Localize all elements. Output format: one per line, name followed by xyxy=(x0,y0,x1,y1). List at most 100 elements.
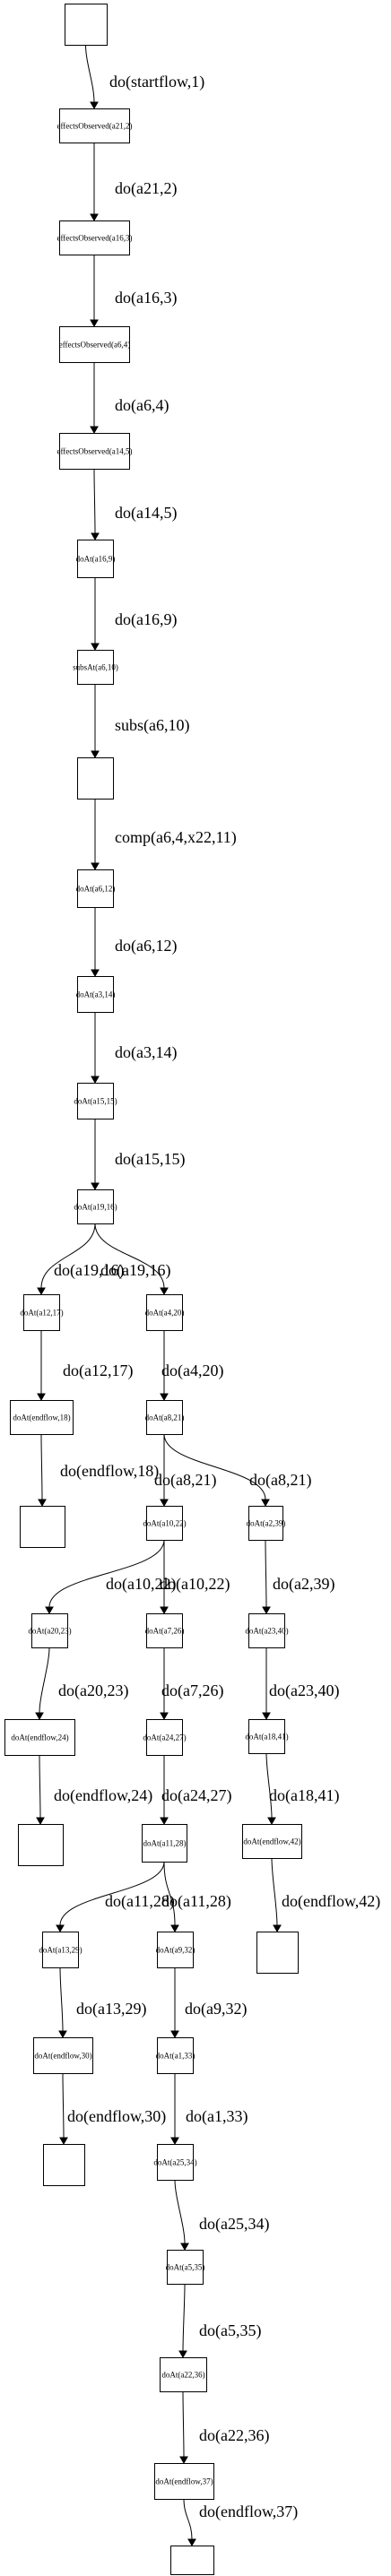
arrowhead xyxy=(91,643,100,652)
edge-label: do(endflow,42) xyxy=(282,1892,380,1911)
edge-label: do(a6,12) xyxy=(115,937,177,955)
edge: subs(a6,10) xyxy=(91,684,190,759)
node-box xyxy=(248,1506,283,1541)
arrowhead xyxy=(91,1182,100,1191)
edge-label: do(a4,20) xyxy=(161,1361,223,1380)
arrowhead xyxy=(90,426,99,435)
state-node: effectsObserved(a14,5) xyxy=(56,433,133,470)
edge-label: do(a20,23) xyxy=(58,1681,128,1700)
edge-line xyxy=(183,2498,193,2540)
node-label: doAt(a15,15) xyxy=(74,1097,117,1106)
node-label: doAt(a24,27) xyxy=(143,1733,186,1742)
node-label: doAt(endflow,24) xyxy=(11,1733,68,1742)
edge: comp(a6,4,x22,11) xyxy=(91,799,237,871)
arrowhead xyxy=(160,1287,169,1296)
edge: do(a21,2) xyxy=(90,142,177,222)
edge-label: do(a24,27) xyxy=(161,1786,231,1805)
node-box xyxy=(167,2250,204,2285)
node-box xyxy=(170,2546,214,2575)
node-box xyxy=(248,1719,285,1754)
edge-label: do(startflow,1) xyxy=(109,73,204,91)
node-label: doAt(a20,23) xyxy=(28,1627,71,1636)
arrowhead xyxy=(59,2137,68,2146)
edge: do(a24,27) xyxy=(160,1755,231,1826)
arrowhead xyxy=(178,2350,187,2359)
node-box xyxy=(242,1824,302,1859)
node-box xyxy=(142,1824,187,1863)
edge-line xyxy=(182,2390,185,2458)
node-label: doAt(endflow,42) xyxy=(243,1837,300,1846)
node-box xyxy=(157,2037,194,2074)
empty-state-node xyxy=(20,1506,65,1548)
edge-label: do(a2,39) xyxy=(273,1575,335,1594)
empty-state-node xyxy=(43,2144,85,2186)
empty-state-node xyxy=(77,757,114,800)
edges-layer: do(startflow,1) do(a21,2) do(a16,3) do(a6,4… xyxy=(35,44,380,2547)
state-node: effectsObserved(a16,3) xyxy=(56,220,133,255)
arrowhead xyxy=(179,2456,188,2465)
edge: do(endflow,42) xyxy=(271,1857,380,1933)
edge: do(a6,12) xyxy=(91,907,177,978)
node-box xyxy=(77,1189,114,1224)
arrowhead xyxy=(170,2030,179,2039)
node-box xyxy=(59,433,130,470)
edge: do(a19,16) xyxy=(94,1223,170,1296)
node-label: doAt(endflow,37) xyxy=(155,2477,213,2486)
edge-label: subs(a6,10) xyxy=(115,716,190,735)
node-label: doAt(a18,41) xyxy=(245,1733,288,1742)
node-label: doAt(a12,17) xyxy=(20,1309,63,1318)
edge: do(a11,28) xyxy=(161,1861,231,1933)
node-box xyxy=(77,976,114,1013)
edge-line xyxy=(265,1752,273,1819)
edge-label: do(a15,15) xyxy=(115,1150,185,1169)
edge-label: do(a16,9) xyxy=(115,610,177,629)
state-node: doAt(a12,17) xyxy=(20,1294,64,1331)
edge: do(a6,4) xyxy=(90,361,169,435)
state-node: doAt(a5,35) xyxy=(166,2250,204,2285)
edge: do(a11,28) xyxy=(56,1861,175,1933)
node-label: doAt(a3,14) xyxy=(76,990,116,999)
state-node: subsAt(a6,10) xyxy=(73,650,118,685)
edge: do(a3,14) xyxy=(91,1012,177,1085)
arrowhead xyxy=(170,1924,179,1933)
state-node: doAt(a22,36) xyxy=(160,2357,207,2392)
state-node: doAt(a23,40) xyxy=(245,1613,289,1648)
node-box xyxy=(59,220,130,255)
arrowhead xyxy=(58,2030,67,2039)
node-label: doAt(endflow,18) xyxy=(13,1413,70,1422)
edge-label: do(a11,28) xyxy=(161,1892,231,1911)
arrowhead xyxy=(37,1393,46,1402)
arrowhead xyxy=(91,969,100,978)
node-label: doAt(a25,34) xyxy=(153,2158,196,2167)
edge: do(a25,34) xyxy=(174,2179,269,2252)
node-box xyxy=(256,1932,299,1974)
edge: do(a8,21) xyxy=(163,1433,311,1508)
edge-label: do(endflow,37) xyxy=(199,2503,298,2521)
edge-label: do(endflow,24) xyxy=(54,1786,152,1805)
edge-line xyxy=(174,2179,186,2244)
node-box xyxy=(77,1083,114,1119)
node-box xyxy=(157,2144,194,2181)
edge: do(a18,41) xyxy=(265,1752,339,1826)
state-node: doAt(a19,16) xyxy=(74,1189,117,1224)
edge-line xyxy=(48,1539,165,1608)
arrowhead xyxy=(45,1606,54,1615)
edge-label: do(a16,3) xyxy=(115,289,177,307)
arrowhead xyxy=(90,101,99,110)
edge-label: do(a25,34) xyxy=(199,2215,269,2234)
arrowhead xyxy=(91,862,100,871)
node-box xyxy=(77,540,114,578)
empty-state-node xyxy=(18,1824,64,1866)
arrowhead xyxy=(35,1712,44,1721)
state-node: doAt(a7,26) xyxy=(145,1613,184,1648)
state-node: doAt(endflow,18) xyxy=(10,1400,74,1435)
state-node: doAt(endflow,42) xyxy=(242,1824,302,1859)
edge: do(endflow,18) xyxy=(38,1433,159,1508)
edge: do(a14,5) xyxy=(91,468,177,541)
node-box xyxy=(146,1719,183,1756)
edge: do(a13,29) xyxy=(58,1967,146,2039)
edge-label: do(a19,16) xyxy=(54,1261,124,1280)
node-label: doAt(a1,33) xyxy=(156,2052,196,2061)
edge: do(a20,23) xyxy=(35,1647,128,1721)
edge-label: do(a22,36) xyxy=(199,2426,269,2445)
